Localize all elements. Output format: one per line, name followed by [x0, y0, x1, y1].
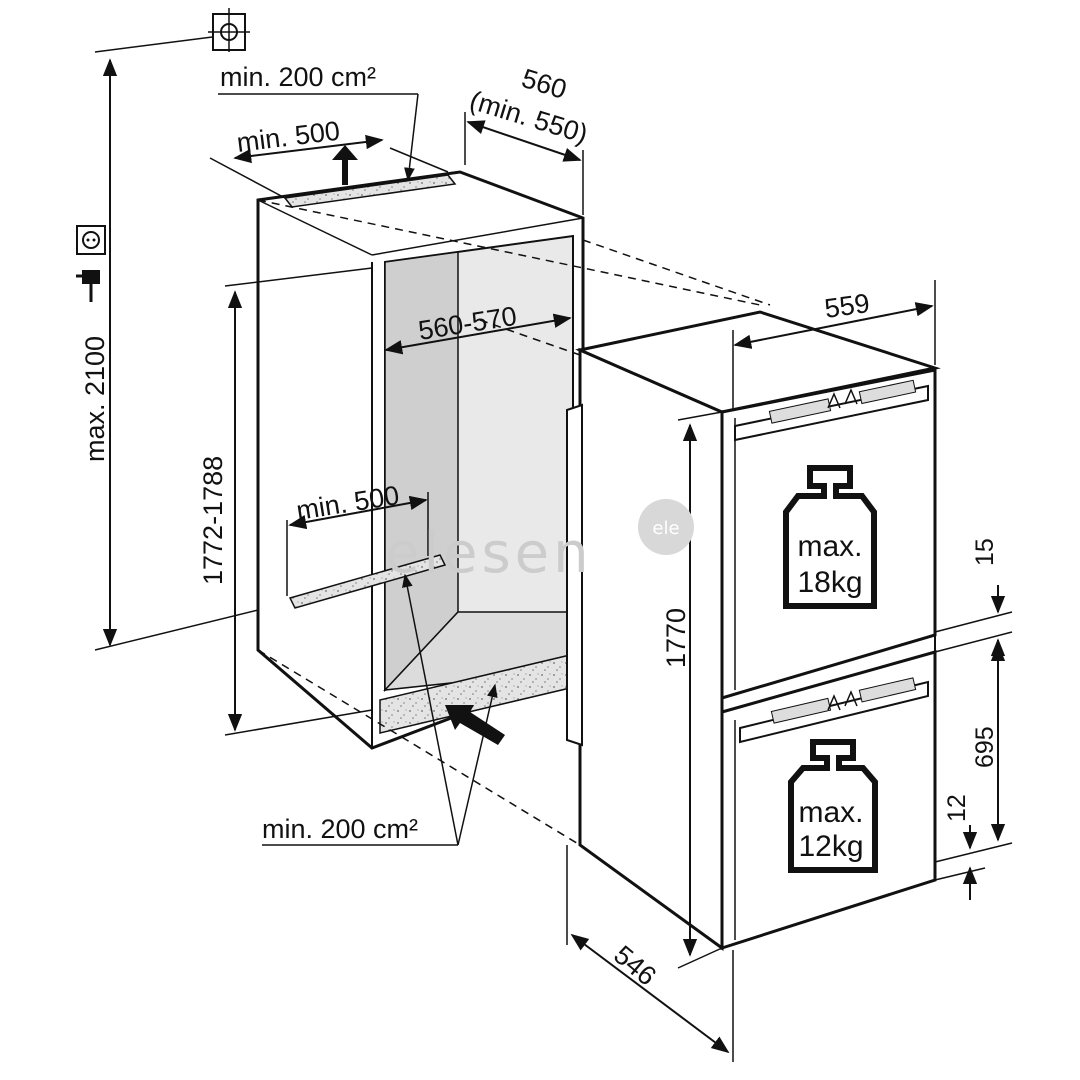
dimension-lines — [94, 34, 1013, 1062]
power-socket-icon — [76, 225, 106, 255]
lower-control-panel — [739, 677, 929, 744]
label-appliance-width: 559 — [823, 288, 872, 324]
weight-icon — [783, 465, 877, 609]
label-max-height: max. 2100 — [80, 336, 110, 462]
power-plug-icon — [76, 270, 100, 302]
label-appliance-height: 1770 — [661, 608, 691, 668]
upper-control-panel — [734, 379, 929, 442]
upper-load-max: max. — [797, 530, 862, 563]
label-bottom-offset: 12 — [943, 794, 971, 822]
top-vent-strip — [283, 174, 457, 208]
watermark-badge: ele — [638, 499, 694, 555]
air-in-arrow — [445, 705, 505, 745]
bottom-vent-strip — [288, 554, 447, 609]
label-top-vent-area: min. 200 cm² — [220, 62, 376, 92]
label-door-gap: 15 — [971, 538, 999, 566]
label-top-vent-width: min. 500 — [235, 116, 341, 158]
label-niche-height: 1772-1788 — [198, 456, 228, 585]
air-out-arrow — [332, 145, 358, 185]
upper-load-value: 18kg — [797, 566, 862, 599]
lower-load-value: 12kg — [798, 830, 863, 863]
lower-load-max: max. — [798, 796, 863, 829]
fridge-appliance: max. 18kg max. 12kg — [566, 310, 941, 951]
label-appliance-depth: 546 — [608, 940, 662, 992]
watermark-text: elesen — [385, 521, 593, 586]
watermark-badge-text: ele — [652, 518, 679, 539]
water-connection-icon — [208, 8, 250, 52]
weight-icon — [788, 739, 878, 873]
label-lower-door-height: 695 — [971, 726, 999, 768]
label-niche-depth: 560 — [518, 63, 570, 105]
label-bottom-vent-area: min. 200 cm² — [262, 814, 418, 844]
